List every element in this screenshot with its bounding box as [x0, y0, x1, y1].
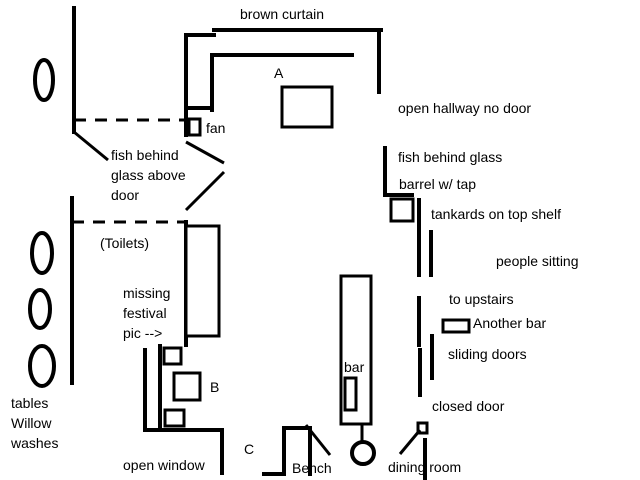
area-b-box [172, 371, 202, 402]
label-toilets: (Toilets) [100, 235, 149, 251]
label-tables-2: Willow [11, 415, 52, 431]
top-left-wall [184, 33, 216, 102]
label-brown-curtain: brown curtain [240, 6, 324, 22]
divider-diagonal [185, 140, 225, 165]
table-oval-2 [30, 231, 54, 275]
table-oval-4 [28, 344, 56, 388]
label-fish-left-2: glass above [111, 167, 186, 183]
bench [282, 426, 312, 476]
area-b-small-box-bottom [163, 408, 186, 428]
bench-diagonal [304, 424, 332, 456]
label-bar: bar [344, 359, 365, 375]
inner-upper-wall [210, 53, 354, 112]
label-another-bar: Another bar [473, 315, 546, 331]
area-c-wall [186, 428, 224, 475]
label-dining-room: dining room [388, 459, 461, 475]
label-fan: fan [206, 120, 225, 136]
label-fish-right: fish behind glass [398, 149, 502, 165]
label-room-a: A [274, 65, 284, 81]
closed-door-swing [398, 429, 422, 455]
label-barrel: barrel w/ tap [399, 176, 476, 192]
label-closed-door: closed door [432, 398, 505, 414]
table-oval-3 [28, 288, 52, 330]
label-area-b: B [210, 379, 219, 395]
bar-stool [350, 440, 376, 466]
label-tables-3: washes [10, 435, 58, 451]
label-people-sitting: people sitting [496, 253, 579, 269]
fish-right-wall [383, 146, 414, 197]
table-oval-1 [33, 58, 55, 102]
label-open-hallway: open hallway no door [398, 100, 531, 116]
label-missing-3: pic --> [123, 325, 162, 341]
closed-door-marker [416, 421, 429, 435]
fan-icon [187, 117, 202, 137]
label-tables-1: tables [11, 395, 48, 411]
bar-tap [343, 376, 358, 412]
another-bar-box [441, 318, 471, 334]
label-open-window: open window [123, 457, 206, 473]
label-bench: Bench [292, 460, 332, 476]
label-missing-1: missing [123, 285, 170, 301]
divider-diagonal-lower [184, 170, 226, 212]
barrel-box [389, 197, 415, 223]
label-area-c: C [244, 441, 254, 457]
label-sliding-doors: sliding doors [448, 346, 527, 362]
label-tankards: tankards on top shelf [431, 206, 561, 222]
room-a-box [280, 85, 334, 129]
label-missing-2: festival [123, 305, 167, 321]
left-diagonal-wall [73, 130, 109, 162]
toilets-block [184, 224, 221, 338]
label-fish-left-3: door [111, 187, 139, 203]
area-b-small-box-top [162, 346, 183, 366]
label-to-upstairs: to upstairs [449, 291, 514, 307]
label-fish-left-1: fish behind [111, 147, 179, 163]
area-b-wall [143, 348, 190, 432]
